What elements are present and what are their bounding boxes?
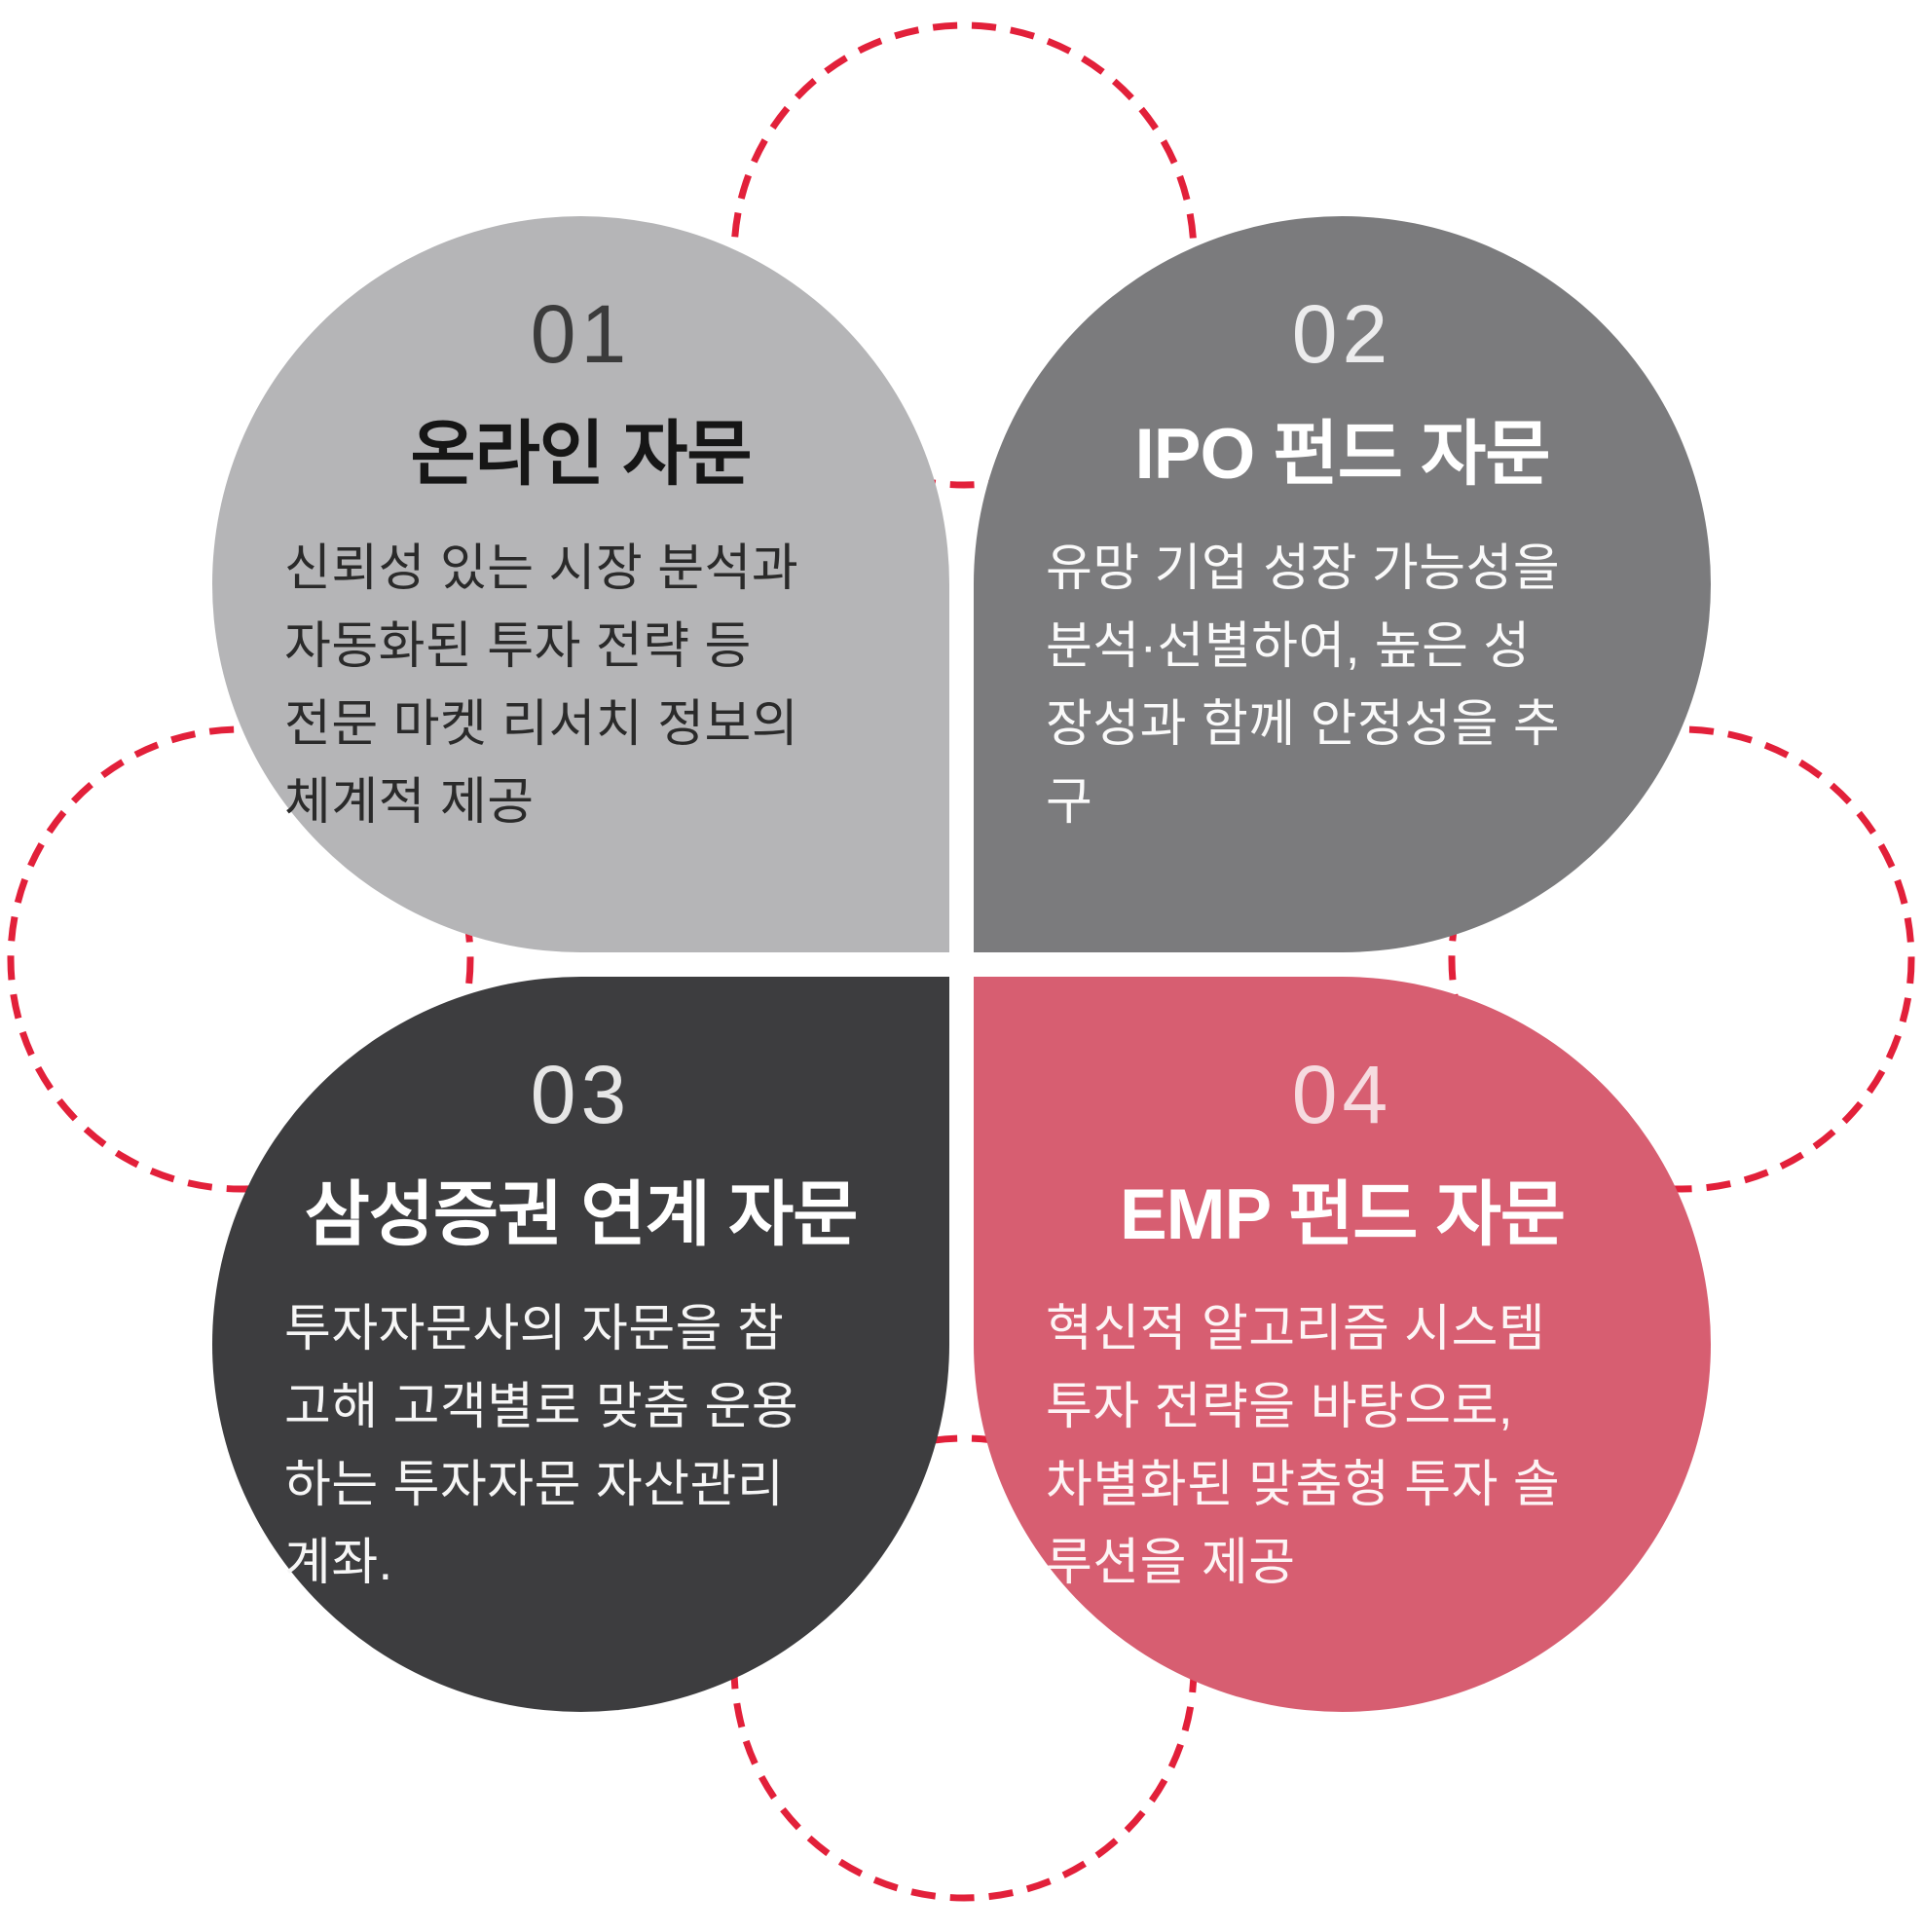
petal-title: EMP 펀드 자문	[1119, 1175, 1566, 1254]
petal-title: 삼성증권 연계 자문	[304, 1175, 859, 1254]
petal-title: 온라인 자문	[410, 415, 752, 494]
petal-02-ipo-fund-advisory: 02 IPO 펀드 자문 유망 기업 성장 가능성을 분석·선별하여, 높은 성…	[974, 216, 1711, 952]
petal-description: 혁신적 알고리즘 시스템 투자 전략을 바탕으로, 차별화된 맞춤형 투자 솔 …	[1046, 1301, 1561, 1591]
petal-number: 03	[530, 1049, 632, 1140]
petal-01-online-advisory: 01 온라인 자문 신뢰성 있는 시장 분석과 자동화된 투자 전략 등 전문 …	[212, 216, 949, 952]
petal-description: 투자자문사의 자문을 참 고해 고객별로 맞춤 운용 하는 투자자문 자산관리 …	[284, 1301, 799, 1591]
dashed-circle-left	[7, 725, 474, 1193]
petal-number: 04	[1291, 1049, 1393, 1140]
dashed-circle-right	[1448, 725, 1915, 1193]
petal-04-emp-fund-advisory: 04 EMP 펀드 자문 혁신적 알고리즘 시스템 투자 전략을 바탕으로, 차…	[974, 977, 1711, 1712]
petal-description: 신뢰성 있는 시장 분석과 자동화된 투자 전략 등 전문 마켓 리서치 정보의…	[284, 540, 799, 831]
petal-03-samsung-securities-linked-advisory: 03 삼성증권 연계 자문 투자자문사의 자문을 참 고해 고객별로 맞춤 운용…	[212, 977, 949, 1712]
petal-number: 02	[1291, 288, 1393, 380]
petal-description: 유망 기업 성장 가능성을 분석·선별하여, 높은 성 장성과 함께 안정성을 …	[1046, 540, 1561, 831]
petal-number: 01	[530, 288, 632, 380]
petal-title: IPO 펀드 자문	[1134, 415, 1551, 494]
